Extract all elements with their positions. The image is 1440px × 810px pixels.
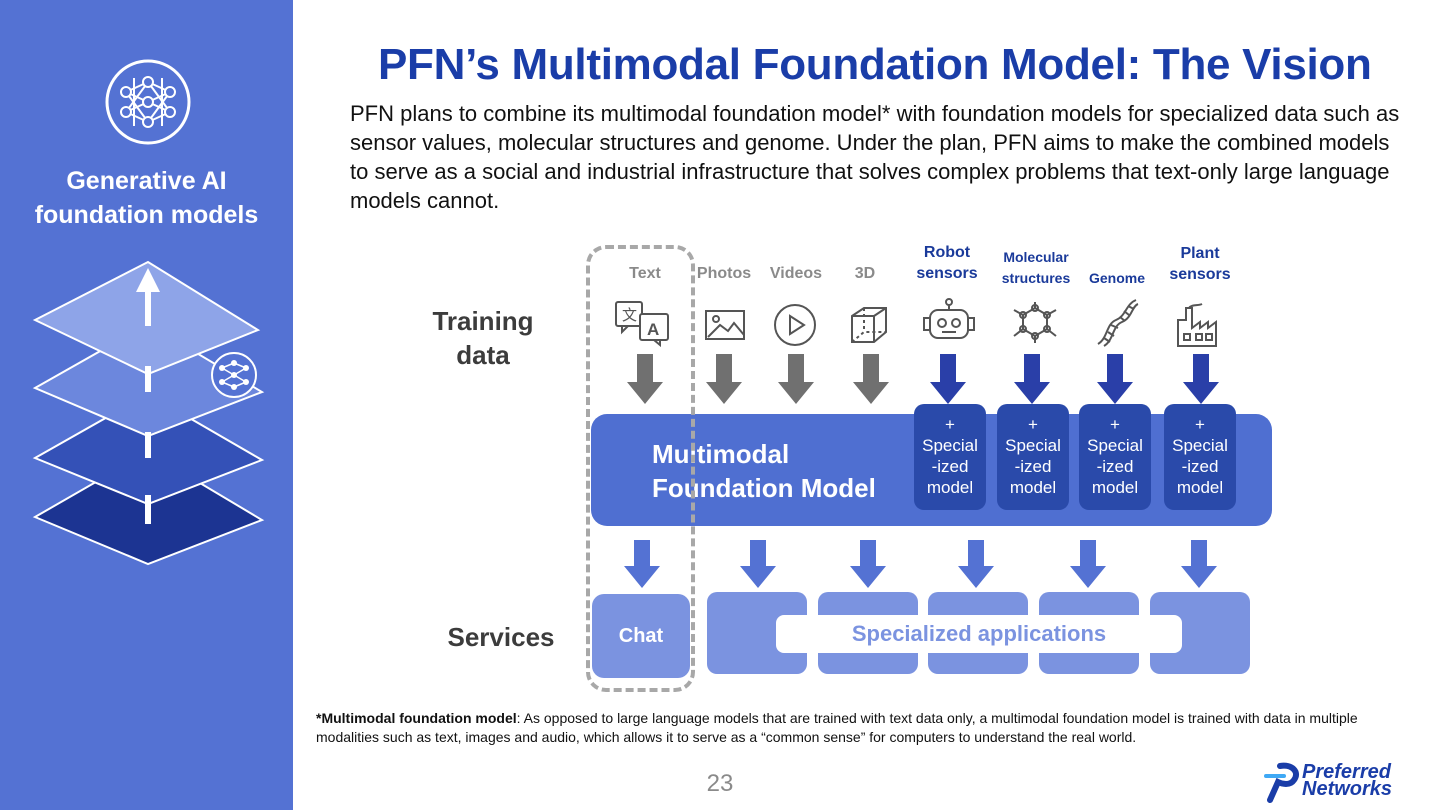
grey-arrows: [627, 354, 889, 404]
column-label-molecular-structures: Molecular structures: [1001, 249, 1071, 286]
preferred-networks-logo-text: Preferred Networks: [1302, 761, 1393, 800]
column-label-3d: 3D: [854, 265, 876, 282]
page-title: PFN’s Multimodal Foundation Model: The V…: [378, 40, 1372, 89]
preferred-networks-logo-mark: [1264, 762, 1299, 803]
sidebar-title: Generative AI foundation models: [34, 167, 259, 229]
multimodal-model-label: Multimodal Foundation Model: [652, 439, 876, 503]
translate-icon: 文 A: [615, 301, 669, 348]
layer-stack-illustration: [32, 260, 265, 566]
robot-icon: [923, 298, 975, 339]
chat-service: Chat: [592, 594, 690, 678]
cube-icon: [851, 307, 887, 343]
photo-icon: [705, 310, 745, 340]
column-label-photos: Photos: [696, 265, 752, 282]
specialized-applications-label: Specialized applications: [776, 615, 1182, 653]
dna-icon: [1097, 299, 1139, 347]
column-label-text: Text: [629, 265, 661, 282]
column-label-robot-sensors: Robot sensors: [916, 244, 978, 282]
footnote-text: : As opposed to large language models th…: [316, 710, 1358, 745]
column-label-plant-sensors: Plant sensors: [1169, 245, 1231, 283]
factory-icon: [1177, 303, 1217, 347]
specialized-model-robot: + Special -ized model: [914, 404, 986, 510]
specialized-model-plant: + Special -ized model: [1164, 404, 1236, 510]
footnote-term: *Multimodal foundation model: [316, 710, 517, 726]
svg-text:A: A: [647, 320, 659, 339]
molecule-icon: [1013, 302, 1057, 343]
column-label-videos: Videos: [769, 265, 823, 282]
neural-network-icon: [105, 59, 191, 145]
page-number: 23: [706, 770, 734, 797]
play-icon: [774, 304, 816, 346]
specialized-model-genome: + Special -ized model: [1079, 404, 1151, 510]
footnote: *Multimodal foundation model: As opposed…: [316, 709, 1416, 747]
row-label-services: Services: [447, 622, 555, 652]
description: PFN plans to combine its multimodal foun…: [350, 101, 1400, 213]
svg-text:文: 文: [622, 306, 637, 324]
row-label-training-data: Training data: [432, 306, 534, 370]
blue-arrows: [930, 354, 1219, 404]
specialized-model-molecular: + Special -ized model: [997, 404, 1069, 510]
column-label-genome: Genome: [1088, 270, 1145, 286]
text-column-outline: [586, 245, 695, 692]
